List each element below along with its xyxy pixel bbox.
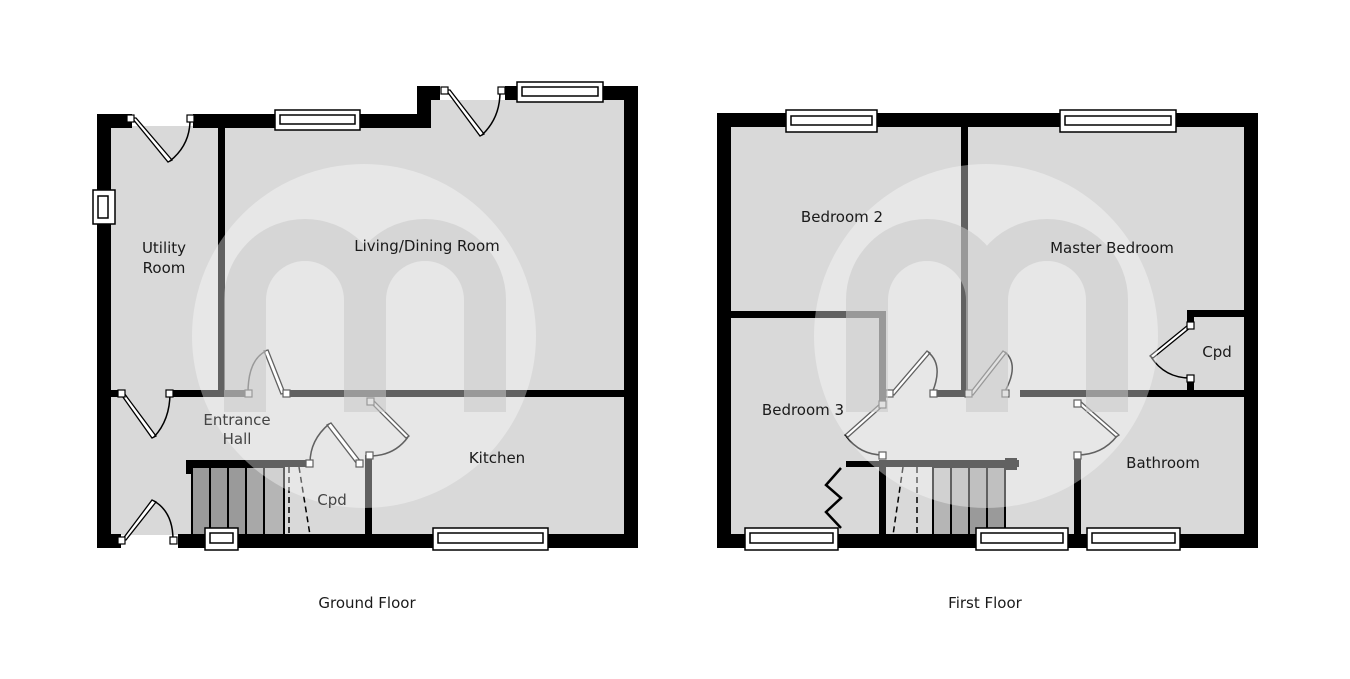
wall-hall-north bbox=[110, 390, 122, 397]
door-icon bbox=[117, 389, 174, 439]
wall-north-segment bbox=[505, 86, 517, 100]
cupboard-dash bbox=[298, 466, 311, 536]
floor-label-first: First Floor bbox=[948, 594, 1022, 612]
wall-east bbox=[1244, 113, 1258, 548]
room-label-cupboard: Cpd bbox=[1202, 343, 1232, 361]
room-label-kitchen: Kitchen bbox=[469, 449, 525, 467]
room-label-master-bedroom: Master Bedroom bbox=[1050, 239, 1174, 257]
room-label-bathroom: Bathroom bbox=[1126, 454, 1200, 472]
room-label-living-dining: Living/Dining Room bbox=[354, 237, 500, 255]
newel-post bbox=[1005, 458, 1017, 470]
door-icon bbox=[1148, 321, 1195, 383]
room-label-utility: Room bbox=[143, 259, 186, 277]
wall-bathroom-west bbox=[1074, 455, 1081, 535]
window-icon bbox=[785, 109, 878, 133]
wall-south-segment bbox=[97, 534, 121, 548]
floor-label-ground: Ground Floor bbox=[318, 594, 416, 612]
door-icon bbox=[440, 86, 506, 137]
window-icon bbox=[975, 527, 1069, 551]
wall-cupboard-top bbox=[1187, 310, 1245, 317]
bifold-door-icon bbox=[824, 467, 843, 529]
stair-dash bbox=[892, 466, 904, 536]
window-icon bbox=[1086, 527, 1181, 551]
watermark-logo bbox=[846, 219, 1128, 412]
wall-north-utility-left bbox=[97, 114, 132, 128]
wall-cupboard-side bbox=[1187, 310, 1194, 328]
door-icon bbox=[126, 114, 195, 163]
room-label-entrance-hall: Entrance bbox=[203, 411, 270, 429]
ground-floor-plan: Utility Room Living/Dining Room Entrance… bbox=[92, 81, 638, 612]
wall-west bbox=[717, 113, 731, 548]
staircase bbox=[191, 466, 285, 536]
wall-bed2-bed3 bbox=[731, 311, 886, 318]
door-icon bbox=[117, 499, 178, 545]
window-icon bbox=[432, 527, 549, 551]
wall-south-segment bbox=[178, 534, 638, 548]
wall-hall-north bbox=[170, 390, 250, 397]
window-icon bbox=[204, 527, 239, 551]
wall-east bbox=[624, 86, 638, 548]
watermark-logo bbox=[224, 219, 506, 412]
room-label-utility: Utility bbox=[142, 239, 186, 257]
window-icon bbox=[92, 189, 116, 225]
wall-master-bathroom bbox=[1020, 390, 1245, 397]
wall-landing bbox=[936, 390, 970, 397]
room-label-entrance-hall: Hall bbox=[223, 430, 252, 448]
wall-north-segment bbox=[360, 114, 430, 128]
room-label-bedroom-3: Bedroom 3 bbox=[762, 401, 844, 419]
wall-north-segment bbox=[193, 114, 275, 128]
wall-stair-west bbox=[879, 460, 886, 535]
wall-utility-living bbox=[218, 126, 225, 394]
window-icon bbox=[1059, 109, 1177, 133]
window-icon bbox=[744, 527, 839, 551]
door-icon bbox=[305, 422, 364, 468]
first-floor-plan: Bedroom 2 Master Bedroom Bedroom 3 Bathr… bbox=[717, 109, 1258, 612]
window-icon bbox=[516, 81, 604, 103]
wall-stair-top bbox=[879, 460, 1019, 467]
wall-stair-top bbox=[186, 460, 306, 467]
wall-north-segment bbox=[417, 86, 440, 100]
window-icon bbox=[274, 109, 361, 131]
staircase bbox=[932, 466, 1006, 536]
wall-west bbox=[97, 114, 111, 548]
wall-cupboard-side bbox=[1187, 380, 1194, 395]
wall-living-south bbox=[283, 390, 625, 397]
wall-kitchen-west bbox=[365, 455, 372, 535]
wall-wardrobe-top bbox=[846, 461, 881, 467]
room-label-cupboard: Cpd bbox=[317, 491, 347, 509]
room-label-bedroom-2: Bedroom 2 bbox=[801, 208, 883, 226]
